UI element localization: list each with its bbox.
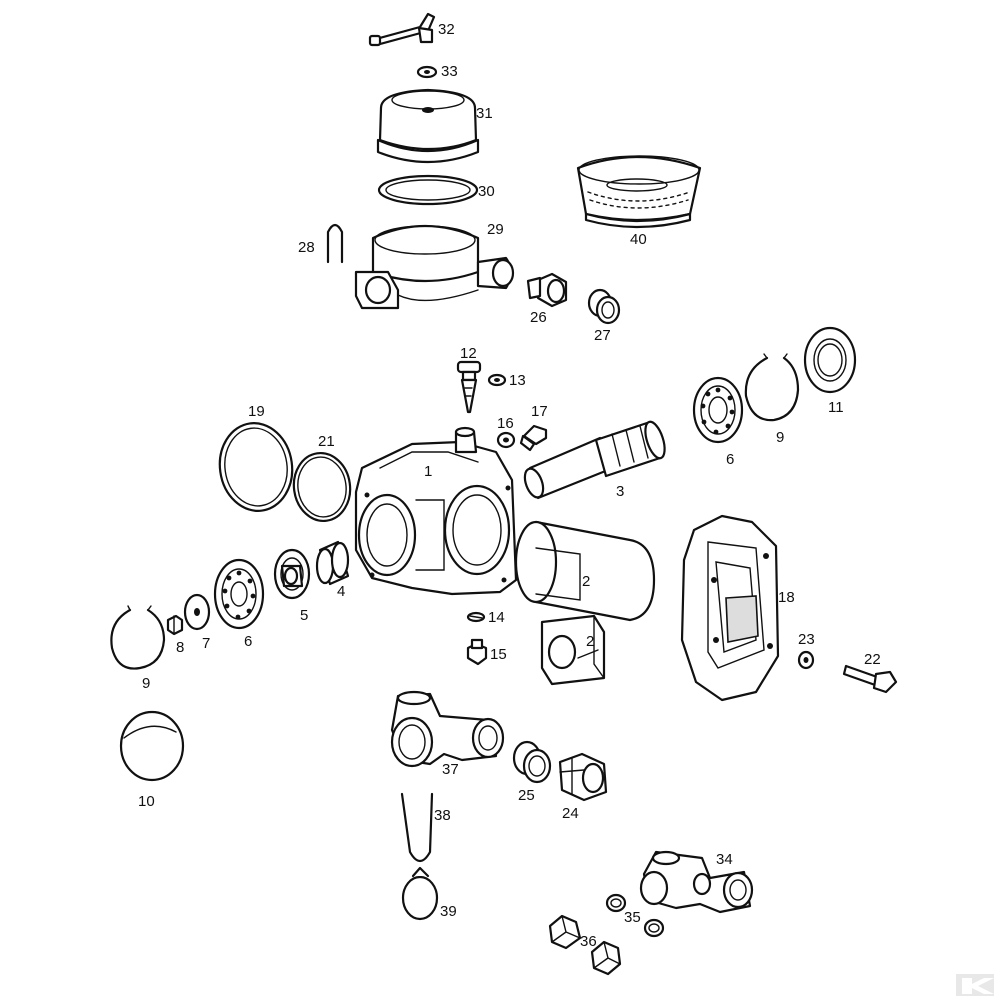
part-5-seal-holder <box>273 548 311 600</box>
label-22: 22 <box>864 651 881 668</box>
part-18-cover <box>680 514 780 702</box>
part-33-washer <box>416 65 438 79</box>
label-19: 19 <box>248 403 265 420</box>
part-15-nut <box>466 638 488 666</box>
label-34: 34 <box>716 851 733 868</box>
part-6-bearing-upper <box>692 376 744 444</box>
part-3-shaft <box>523 420 666 500</box>
label-1: 1 <box>424 463 432 480</box>
part-32-hose-fitting <box>368 12 436 47</box>
label-36: 36 <box>580 933 597 950</box>
part-9-snap-ring-upper <box>744 353 800 422</box>
label-6a: 6 <box>726 451 734 468</box>
label-31: 31 <box>476 105 493 122</box>
label-17: 17 <box>531 403 548 420</box>
part-21-ring <box>292 452 352 522</box>
part-7-disc <box>183 593 211 631</box>
part-14-washer <box>466 611 486 623</box>
part-2-block <box>540 614 606 686</box>
label-18: 18 <box>778 589 795 606</box>
label-26: 26 <box>530 309 547 326</box>
part-11-seal <box>803 326 857 394</box>
brand-logo-icon <box>956 974 994 996</box>
label-2b: 2 <box>586 633 594 650</box>
label-14: 14 <box>488 609 505 626</box>
label-23: 23 <box>798 631 815 648</box>
part-12-valve <box>456 360 482 414</box>
part-30-o-ring <box>377 174 479 206</box>
label-27: 27 <box>594 327 611 344</box>
part-17-screw <box>519 424 548 452</box>
part-31-air-dome <box>376 88 480 164</box>
label-10: 10 <box>138 793 155 810</box>
label-5: 5 <box>300 607 308 624</box>
label-38: 38 <box>434 807 451 824</box>
part-26-check-valve <box>526 272 568 308</box>
part-34-manifold <box>639 850 754 914</box>
label-9a: 9 <box>142 675 150 692</box>
label-30: 30 <box>478 183 495 200</box>
label-6b: 6 <box>244 633 252 650</box>
part-29-chamber-body <box>354 224 515 310</box>
part-39-hose-clamp <box>401 866 439 921</box>
label-16: 16 <box>497 415 514 432</box>
part-22-bolt <box>842 664 898 694</box>
label-13: 13 <box>509 372 526 389</box>
label-37: 37 <box>442 761 459 778</box>
label-2a: 2 <box>582 573 590 590</box>
label-9b: 9 <box>776 429 784 446</box>
part-6-bearing-lower <box>213 558 265 630</box>
part-23-washer <box>797 650 815 670</box>
part-19-large-ring <box>218 422 294 512</box>
part-13-washer <box>487 373 507 387</box>
part-1-pump-housing <box>354 426 518 596</box>
part-40-strainer <box>576 155 702 229</box>
part-35-clamps <box>605 893 665 938</box>
label-7: 7 <box>202 635 210 652</box>
part-37-t-fitting <box>390 690 505 768</box>
label-40: 40 <box>630 231 647 248</box>
part-9-snap-ring-lower <box>110 605 166 670</box>
label-11: 11 <box>828 399 844 416</box>
label-32: 32 <box>438 21 455 38</box>
label-21: 21 <box>318 433 335 450</box>
label-12: 12 <box>460 345 477 362</box>
label-15: 15 <box>490 646 507 663</box>
label-24: 24 <box>562 805 579 822</box>
label-29: 29 <box>487 221 504 238</box>
part-27-sleeve <box>587 288 621 325</box>
part-10-cap <box>119 710 185 782</box>
label-25: 25 <box>518 787 535 804</box>
part-2-cylinder <box>514 520 656 622</box>
part-8-screw <box>166 614 184 636</box>
part-38-u-clip <box>400 792 434 863</box>
label-28: 28 <box>298 239 315 256</box>
label-39: 39 <box>440 903 457 920</box>
part-16-washer <box>496 431 516 449</box>
label-35: 35 <box>624 909 641 926</box>
label-8: 8 <box>176 639 184 656</box>
label-33: 33 <box>441 63 458 80</box>
part-28-u-clip <box>326 223 344 264</box>
part-36-nuts <box>548 914 622 976</box>
label-4: 4 <box>337 583 345 600</box>
part-25-sleeve <box>512 740 552 784</box>
part-24-valve-body <box>558 752 608 802</box>
label-3: 3 <box>616 483 624 500</box>
part-4-bushing <box>315 540 350 586</box>
